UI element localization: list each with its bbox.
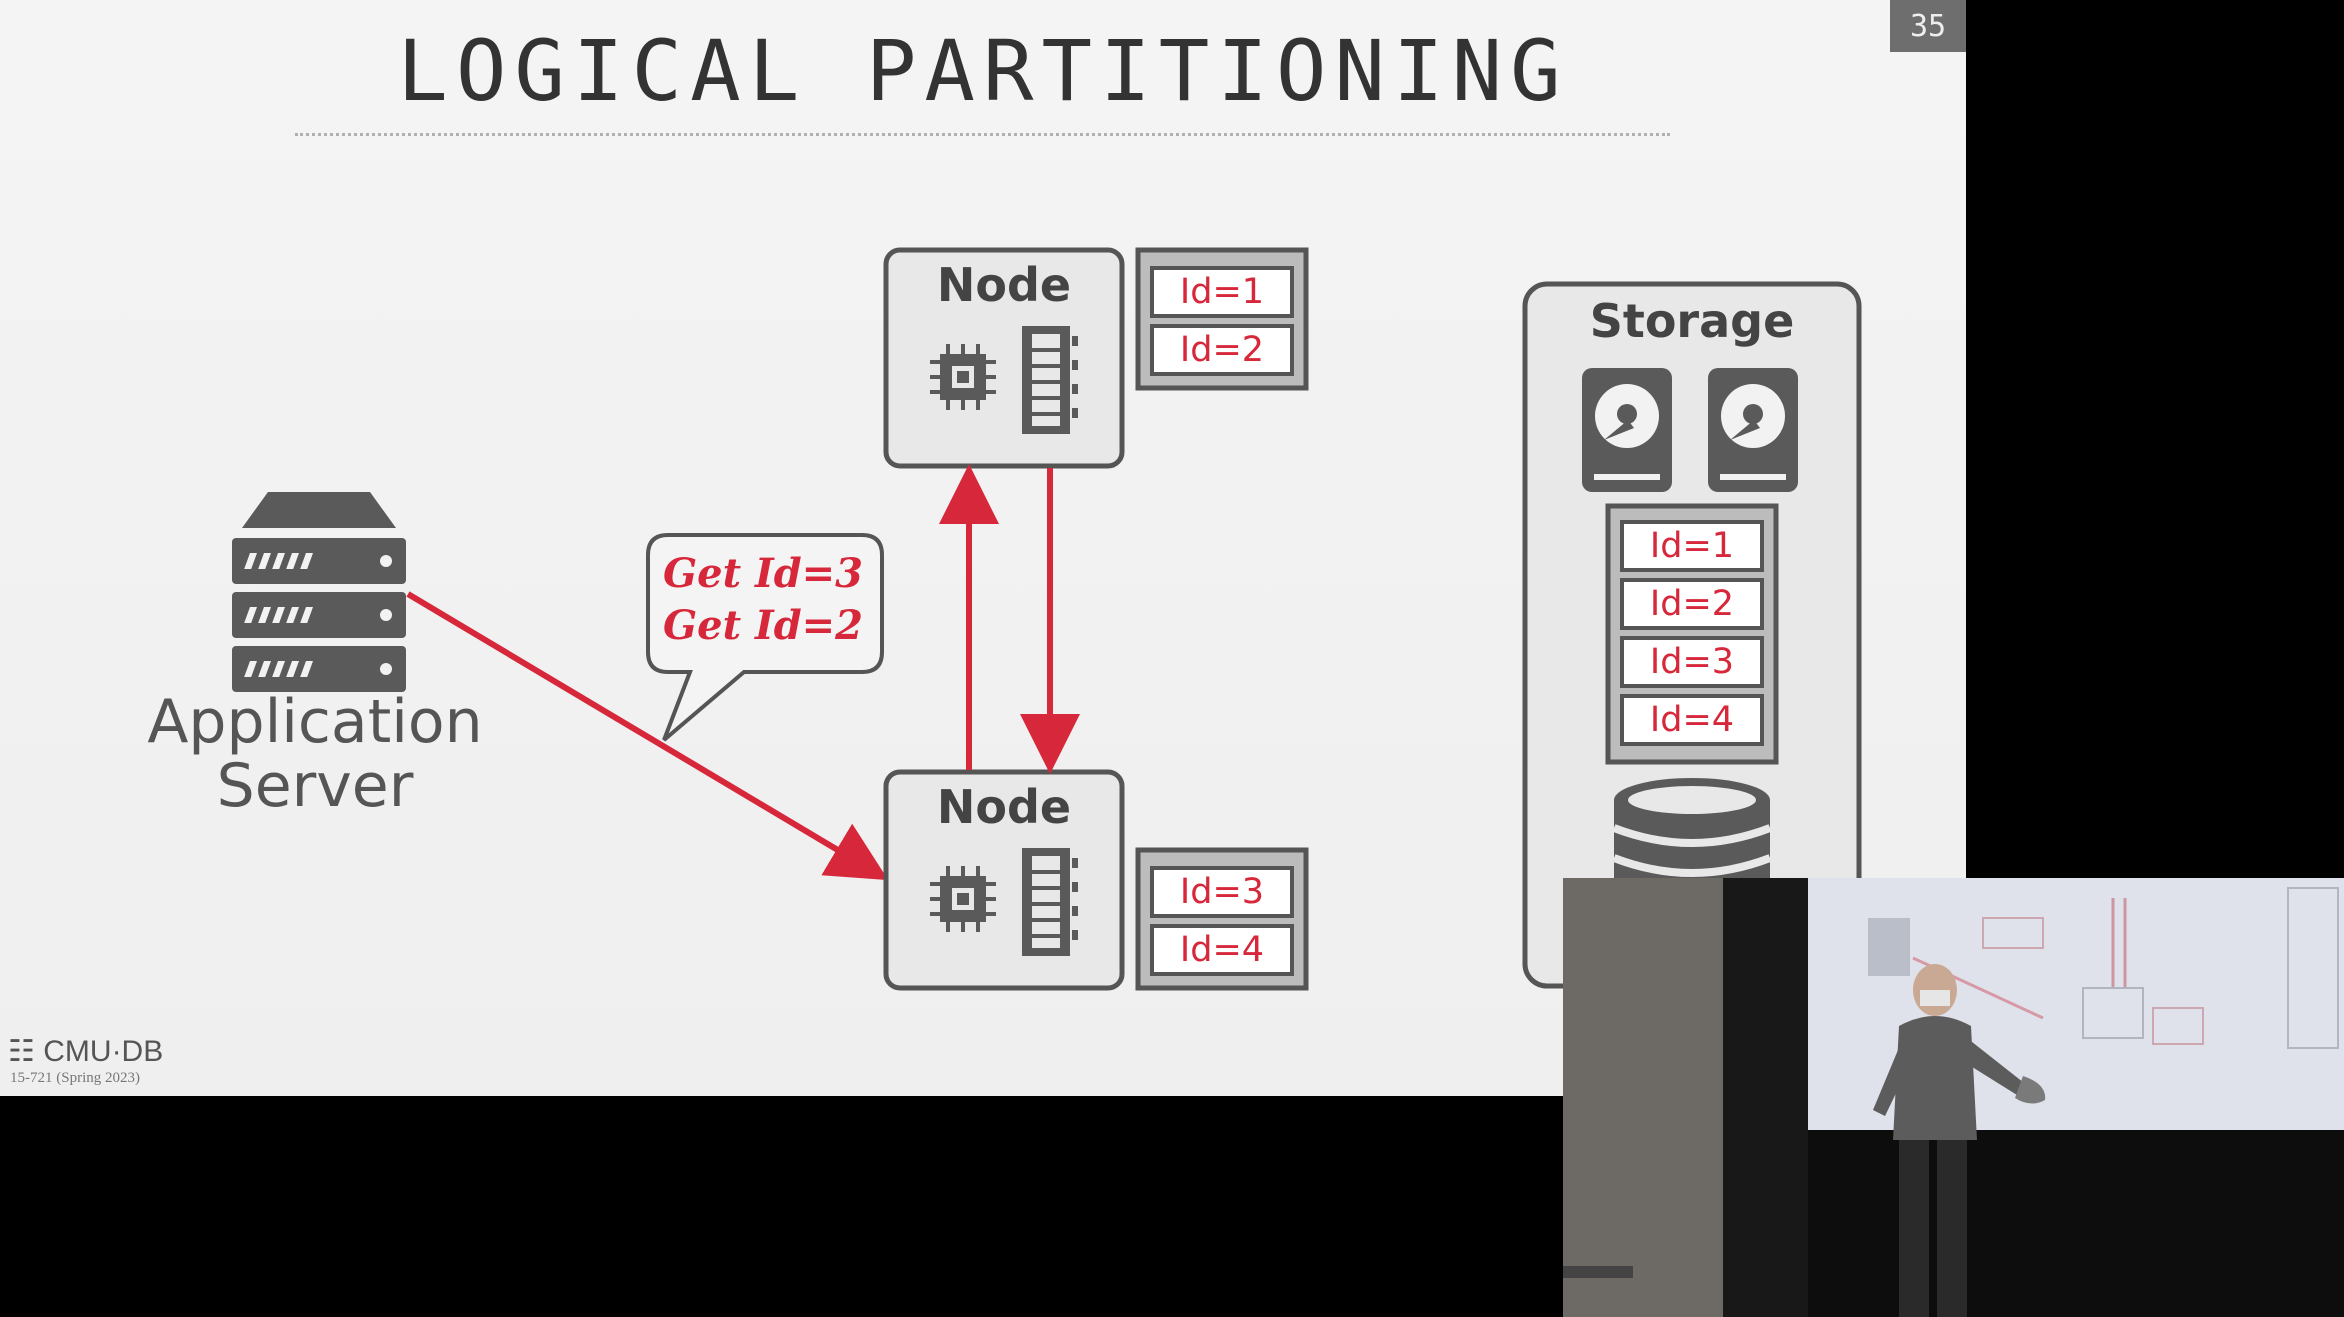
presenter [1873, 964, 2046, 1317]
storage-record-cell: Id=1 [1649, 526, 1735, 566]
storage-record-cell: Id=2 [1649, 584, 1735, 624]
node-top-label: Node [936, 258, 1072, 312]
storage-record-cell: Id=3 [1649, 642, 1735, 682]
cpu-icon [930, 866, 996, 932]
database-icon [1612, 778, 1772, 897]
partition-cell: Id=4 [1179, 930, 1265, 970]
partition-cell: Id=2 [1179, 330, 1265, 370]
slide-title: LOGICAL PARTITIONING [397, 22, 1569, 120]
partition-cell: Id=1 [1179, 272, 1265, 312]
course-label: 15-721 (Spring 2023) [10, 1070, 140, 1086]
webcam-scene [1563, 878, 2344, 1317]
webcam-video [1563, 878, 2344, 1317]
cmu-db-logo: ☷ CMU·DB [8, 1034, 163, 1069]
request-text: Get Id=3 Get Id=2 [648, 548, 878, 652]
server-icon [232, 492, 406, 692]
memory-icon [1022, 848, 1078, 956]
title-divider [295, 133, 1670, 136]
cpu-icon [930, 344, 996, 410]
request-line-2: Get Id=2 [662, 602, 864, 649]
app-server-label: Application Server [120, 690, 510, 818]
hard-disk-icon [1708, 368, 1798, 492]
storage-record-cell: Id=4 [1649, 700, 1735, 740]
request-line-1: Get Id=3 [662, 550, 864, 597]
node-bottom-label: Node [936, 780, 1072, 834]
diagram [232, 247, 1862, 991]
partition-cell: Id=3 [1179, 872, 1265, 912]
request-arrow [406, 591, 889, 881]
app-server-label-line1: Application [147, 687, 483, 757]
logo-text: CMU·DB [43, 1035, 164, 1068]
storage-label: Storage [1589, 294, 1795, 348]
app-server-label-line2: Server [216, 751, 414, 821]
request-bubble [646, 533, 884, 742]
memory-icon [1022, 326, 1078, 434]
database-logo-icon: ☷ [8, 1035, 35, 1068]
page-number: 35 [1890, 0, 1966, 52]
slide: 35 LOGICAL PARTITIONING [0, 0, 1966, 1096]
hard-disk-icon [1582, 368, 1672, 492]
